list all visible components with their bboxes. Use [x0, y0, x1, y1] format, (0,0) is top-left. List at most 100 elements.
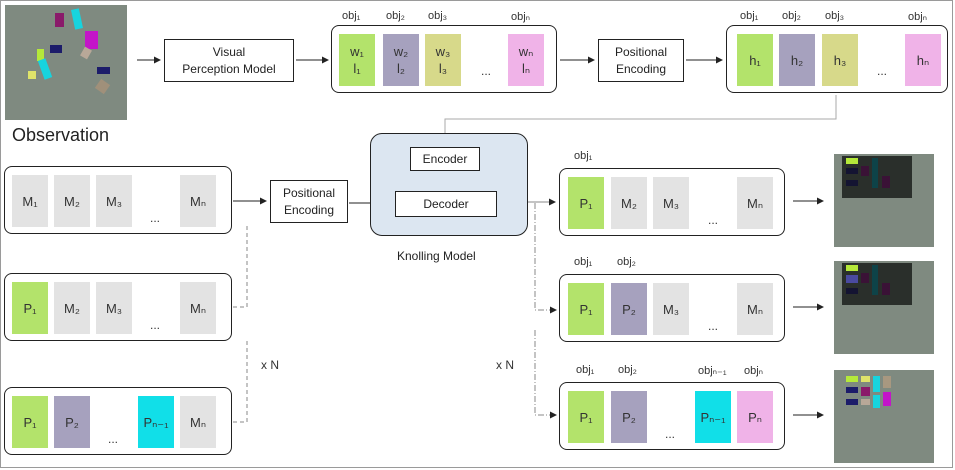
left-row-3-tile-2: P₂ [54, 396, 90, 448]
tile-label: w₃ [435, 44, 451, 59]
ellipsis: ... [150, 318, 161, 332]
placed-object-blue [846, 399, 858, 405]
tile-label: Mₙ [189, 193, 206, 209]
ellipsis: ... [150, 211, 161, 225]
ghost-object [872, 158, 878, 188]
tile-label: P₁ [579, 301, 593, 317]
tile-label: P₂ [622, 301, 636, 317]
observation-object-blue [97, 67, 110, 74]
repeat-label-left: x N [261, 358, 279, 372]
dashdot-branch-row3 [534, 330, 557, 419]
right-row-1-tile-3: M₃ [653, 177, 689, 229]
placed-object-magenta [861, 387, 870, 396]
right-row-3-obj-label-4: objₙ [744, 365, 764, 377]
dashed-feedback-row2 [233, 224, 249, 308]
ghost-object [872, 265, 878, 295]
placed-object-blue [846, 387, 858, 393]
encoder-box: Encoder [410, 147, 480, 171]
right-row-1-tile-4: Mₙ [737, 177, 773, 229]
line-h-to-encoder [441, 95, 837, 146]
tile-label: h₃ [833, 52, 847, 68]
placed-object-yellow [861, 376, 870, 382]
observation-object-green [37, 49, 44, 61]
placed-object-green [846, 158, 858, 164]
right-row-3-tile-3: Pₙ₋₁ [695, 391, 731, 443]
right-row-1-tile-1: P₁ [568, 177, 604, 229]
decoder-box: Decoder [395, 191, 497, 217]
h-tile-2: h₂ [779, 34, 815, 86]
tile-label: P₁ [579, 195, 593, 211]
wl-obj-label-1: obj₁ [342, 10, 361, 22]
right-row-1-obj-label-1: obj₁ [574, 150, 593, 162]
wl-obj-label-2: obj₂ [386, 10, 405, 22]
wl-obj-label-3: obj₃ [428, 10, 448, 22]
placed-object-blue [846, 275, 858, 283]
left-row-2-tile-4: Mₙ [180, 282, 216, 334]
knolling-output-image-3 [834, 370, 934, 463]
left-row-1-tile-1: M₁ [12, 175, 48, 227]
knolling-output-image-2 [834, 261, 934, 354]
left-row-3-tile-4: Mₙ [180, 396, 216, 448]
observation-object-magenta [85, 31, 98, 49]
observation-object-teal [71, 8, 83, 30]
tile-label: P₁ [23, 414, 37, 430]
observation-object-teal [37, 58, 53, 80]
left-row-3-tile-1: P₁ [12, 396, 48, 448]
ghost-object [846, 180, 858, 186]
tile-label: P₂ [622, 409, 636, 425]
right-row-2-tile-1: P₁ [568, 283, 604, 335]
ghost-object [861, 166, 869, 176]
right-row-2-obj-label-1: obj₁ [574, 256, 593, 268]
left-row-1-tile-2: M₂ [54, 175, 90, 227]
placed-object-tan [883, 376, 891, 388]
ellipsis: ... [877, 64, 888, 78]
left-row-1-tile-3: M₃ [96, 175, 132, 227]
tile-label: hₙ [916, 52, 930, 68]
right-row-2-obj-label-2: obj₂ [617, 256, 636, 268]
right-row-2-tile-3: M₃ [653, 283, 689, 335]
ghost-object [846, 168, 858, 174]
h-obj-label-3: obj₃ [825, 10, 845, 22]
left-row-2-tile-1: P₁ [12, 282, 48, 334]
right-row-2-tile-4: Mₙ [737, 283, 773, 335]
observation-image [5, 5, 127, 120]
tile-label: P₁ [23, 300, 37, 316]
placed-object-green [846, 376, 858, 382]
wl-obj-label-4: objₙ [511, 11, 531, 23]
tile-label: Pₙ₋₁ [143, 414, 169, 430]
tile-sublabel: l₁ [353, 61, 361, 76]
right-row-1-tile-2: M₂ [611, 177, 647, 229]
tile-label: w₁ [350, 44, 364, 59]
tile-label: h₁ [749, 52, 761, 68]
wl-tile-4: wₙ lₙ [508, 34, 544, 86]
ellipsis: ... [708, 213, 719, 227]
knolling-model-block [370, 133, 528, 236]
ghost-object [861, 273, 869, 283]
tile-label: P₁ [579, 409, 593, 425]
ghost-object [882, 176, 890, 188]
tile-label: h₂ [790, 52, 804, 68]
tile-label: w₂ [393, 44, 409, 59]
observation-object-blue [50, 45, 62, 53]
h-obj-label-1: obj₁ [740, 10, 759, 22]
tile-label: M₃ [105, 300, 123, 316]
ellipsis: ... [708, 319, 719, 333]
tile-label: P₂ [65, 414, 79, 430]
left-row-2-tile-3: M₃ [96, 282, 132, 334]
h-obj-label-4: objₙ [908, 11, 928, 23]
wl-tile-3: w₃ l₃ [425, 34, 461, 86]
tile-sublabel: lₙ [521, 61, 531, 76]
right-row-3-tile-1: P₁ [568, 391, 604, 443]
tile-label: M₂ [64, 300, 80, 316]
ghost-object [846, 288, 858, 294]
ellipsis: ... [481, 64, 492, 78]
tile-label: wₙ [518, 44, 534, 59]
tile-label: Mₙ [746, 195, 763, 211]
dashdot-branch-row2 [534, 203, 557, 314]
h-tile-3: h₃ [822, 34, 858, 86]
ellipsis: ... [665, 427, 676, 441]
tile-sublabel: l₃ [438, 61, 448, 76]
observation-object-tan [94, 78, 111, 95]
